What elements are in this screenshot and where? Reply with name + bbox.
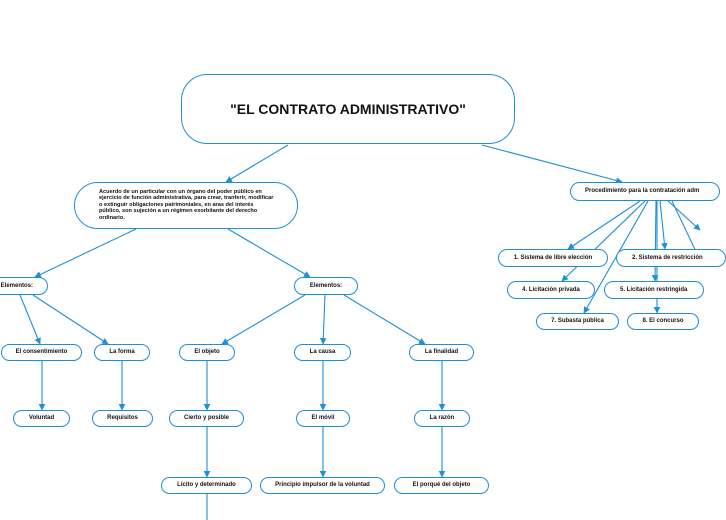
- razon-node[interactable]: La razón: [414, 410, 470, 427]
- consent-node[interactable]: El consentimiento: [1, 344, 82, 361]
- requisitos-node[interactable]: Requisitos: [92, 410, 153, 427]
- edge-definition-to-elements-mid: [227, 228, 311, 278]
- elements-left-node[interactable]: Elementos:: [0, 277, 48, 295]
- finalidad-node[interactable]: La finalidad: [409, 344, 474, 361]
- edge-root-to-procedure: [481, 144, 623, 184]
- edge-elements-mid-to-causa: [319, 294, 327, 345]
- licito-node[interactable]: Lícito y determinado: [161, 477, 252, 494]
- cierto-node[interactable]: Cierto y posible: [169, 410, 244, 427]
- definition-node[interactable]: Acuerdo de un particular con un órgano d…: [74, 182, 298, 229]
- principio-node[interactable]: Principio impulsor de la voluntad: [260, 477, 385, 494]
- edge-elements-left-to-consent: [19, 294, 41, 345]
- concept-map: "EL CONTRATO ADMINISTRATIVO" Acuerdo de …: [0, 74, 726, 520]
- objeto-node[interactable]: El objeto: [179, 344, 235, 361]
- option-subasta-publica-node[interactable]: 7. Subasta pública: [536, 313, 619, 330]
- voluntad-node[interactable]: Voluntad: [13, 410, 70, 427]
- edge-procedure-to-restriccion: [659, 200, 668, 250]
- edge-root-to-definition: [225, 144, 289, 183]
- edge-procedure-to-libre-eleccion: [567, 200, 641, 250]
- edge-definition-to-elements-left: [34, 228, 137, 278]
- movil-node[interactable]: El móvil: [296, 410, 350, 427]
- forma-node[interactable]: La forma: [94, 344, 150, 361]
- option-libre-eleccion-node[interactable]: 1. Sistema de libre elección: [498, 249, 608, 267]
- elements-mid-node[interactable]: Elementos:: [294, 277, 358, 295]
- option-restriccion-node[interactable]: 2. Sistema de restricción: [616, 249, 726, 267]
- option-licitacion-privada-node[interactable]: 4. Licitación privada: [507, 281, 595, 299]
- edge-elements-mid-to-finalidad: [343, 294, 426, 345]
- edge-procedure-to-licitacion-restringida: [651, 200, 659, 282]
- root-title-node[interactable]: "EL CONTRATO ADMINISTRATIVO": [181, 74, 515, 144]
- edge-procedure-to-offscreen-1: [667, 200, 701, 231]
- porque-node[interactable]: El porqué del objeto: [394, 477, 489, 494]
- edge-elements-mid-to-objeto: [221, 294, 306, 345]
- causa-node[interactable]: La causa: [294, 344, 351, 361]
- edge-elements-left-to-forma: [32, 294, 109, 345]
- procedure-node[interactable]: Procedimiento para la contratación adm: [570, 182, 720, 201]
- edge-procedure-to-licitacion-privada: [561, 200, 646, 282]
- option-concurso-node[interactable]: 8. El concurso: [627, 313, 699, 330]
- option-licitacion-restringida-node[interactable]: 5. Licitación restringida: [604, 281, 704, 299]
